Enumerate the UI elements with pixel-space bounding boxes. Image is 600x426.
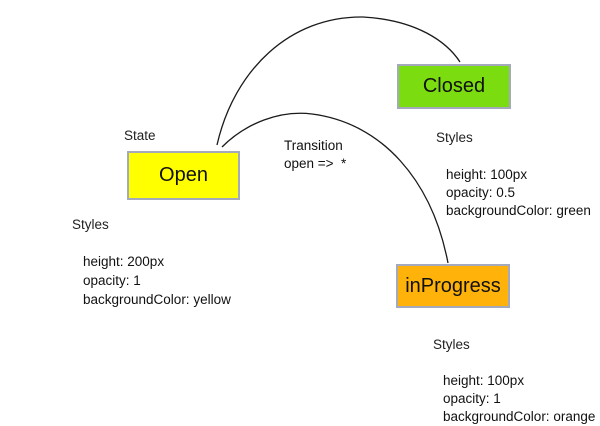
style-line: backgroundColor: green xyxy=(446,203,591,218)
state-box-open: Open xyxy=(127,151,240,200)
state-caption: State xyxy=(124,128,156,143)
transition-rule: open => * xyxy=(284,156,347,171)
curve-open-to-inprogress xyxy=(221,112,449,264)
style-line: backgroundColor: orange xyxy=(443,409,596,424)
styles-heading-inprogress: Styles xyxy=(433,337,470,352)
style-line: backgroundColor: yellow xyxy=(83,292,231,307)
transition-annotation: Transition open => * xyxy=(284,137,346,173)
style-line: height: 200px xyxy=(83,254,165,269)
style-line: height: 100px xyxy=(443,373,525,388)
state-box-open-label: Open xyxy=(159,164,208,186)
state-box-closed: Closed xyxy=(397,64,511,109)
styles-list-open: height: 200px opacity: 1 backgroundColor… xyxy=(83,252,231,309)
styles-heading-closed: Styles xyxy=(436,130,473,145)
style-line: height: 100px xyxy=(446,167,528,182)
state-box-closed-label: Closed xyxy=(422,75,486,97)
style-line: opacity: 0.5 xyxy=(446,185,516,200)
transition-title: Transition xyxy=(284,138,343,153)
styles-heading-open: Styles xyxy=(72,217,109,232)
state-box-inprogress-label: inProgress xyxy=(405,274,501,297)
styles-list-closed: height: 100px opacity: 0.5 backgroundCol… xyxy=(446,166,591,220)
style-line: opacity: 1 xyxy=(443,391,501,406)
style-line: opacity: 1 xyxy=(83,273,141,288)
state-box-inprogress: inProgress xyxy=(396,264,510,308)
styles-list-inprogress: height: 100px opacity: 1 backgroundColor… xyxy=(443,372,595,426)
